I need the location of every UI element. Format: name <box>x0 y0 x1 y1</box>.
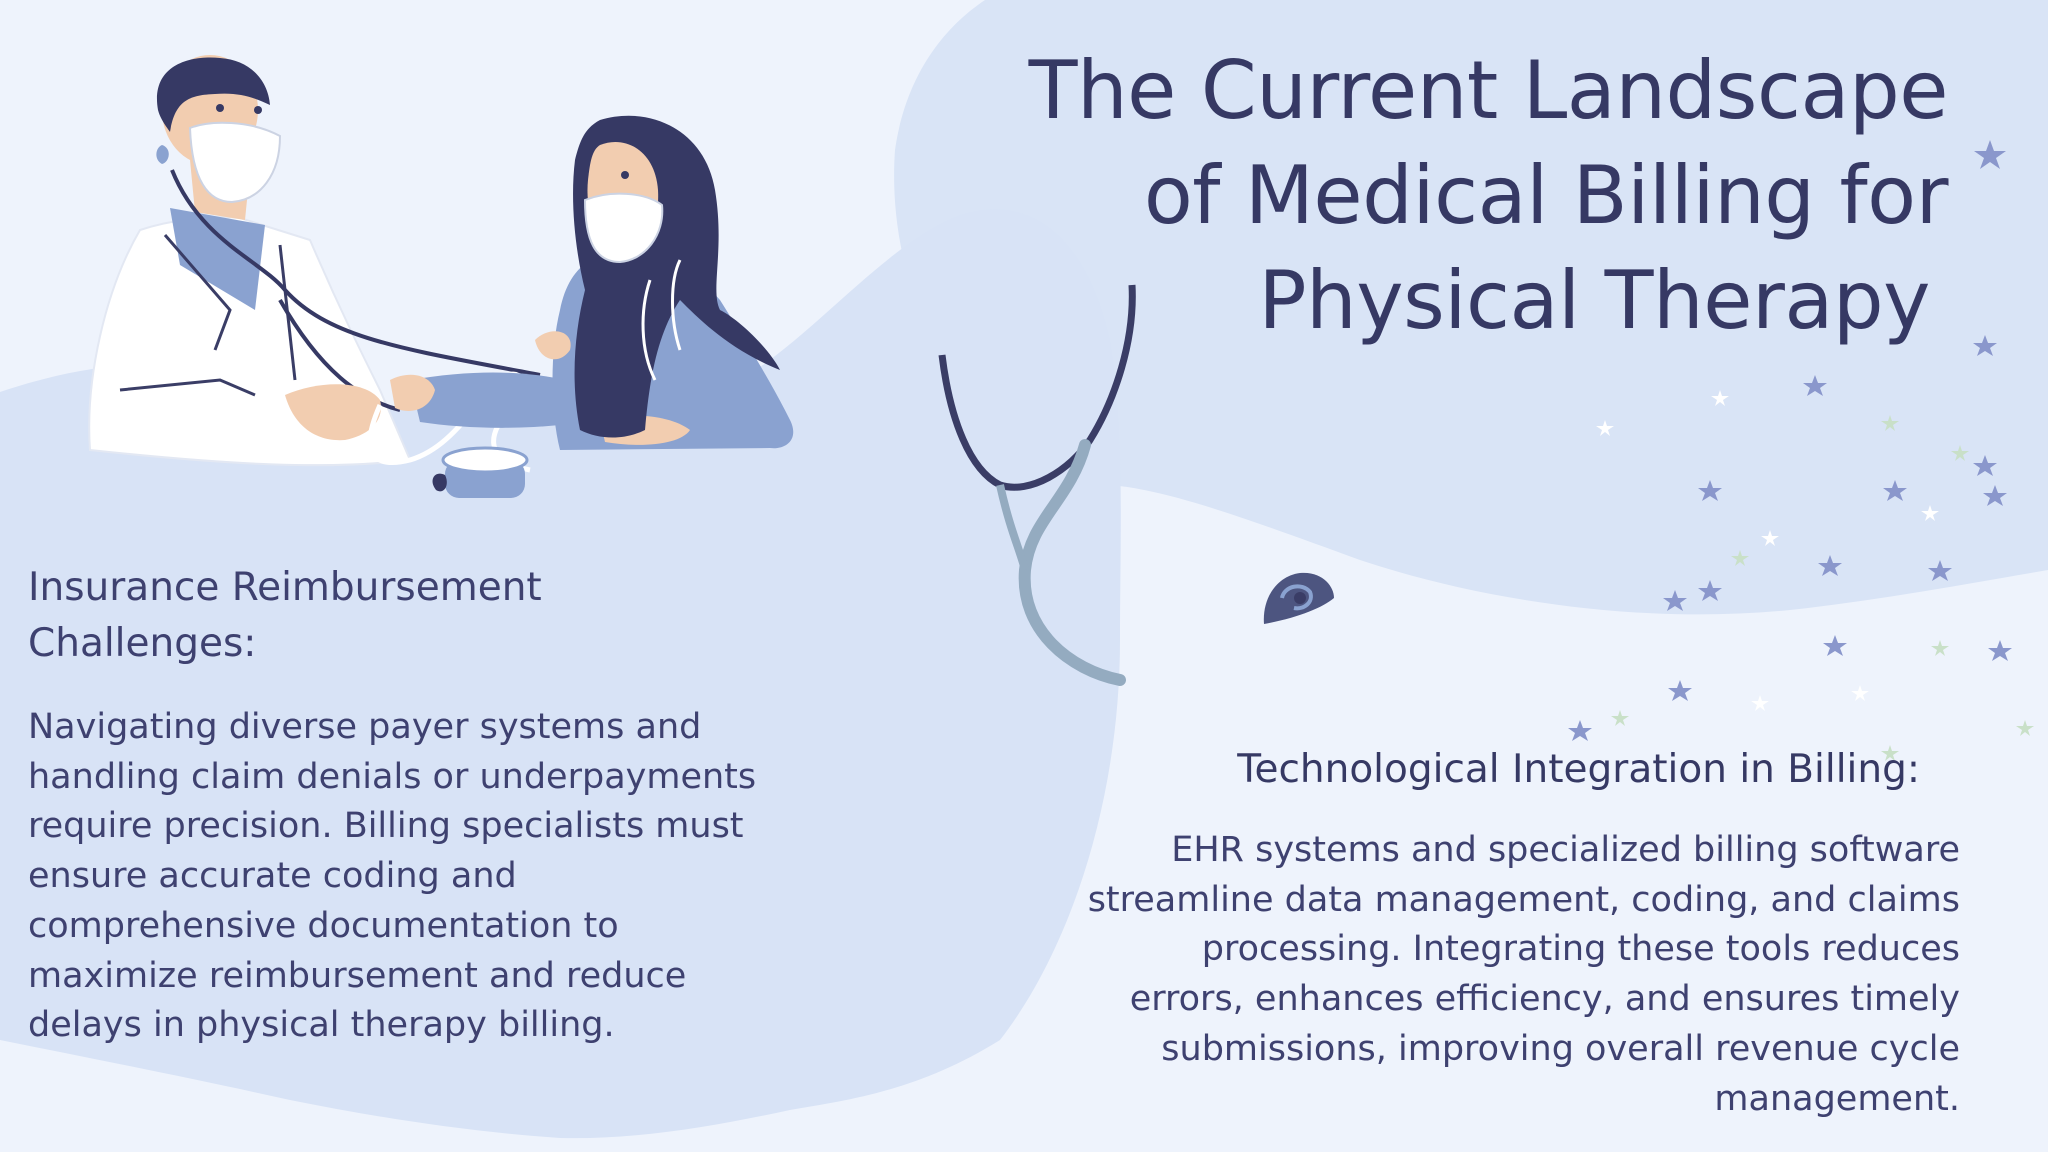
technological-integration-body: EHR systems and specialized billing soft… <box>1087 830 1960 1119</box>
insurance-reimbursement-heading: Insurance Reimbursement Challenges: <box>28 560 648 672</box>
heading-line-1: Insurance Reimbursement <box>28 565 542 610</box>
chest-piece-icon <box>1263 572 1334 624</box>
doctor-patient-illustration <box>88 55 794 498</box>
right-top-blob <box>894 0 2048 615</box>
stethoscope-illustration <box>938 284 1136 686</box>
patient-illustration <box>390 115 794 450</box>
insurance-reimbursement-body: Navigating diverse payer systems and han… <box>28 707 757 1046</box>
title-line-2: of Medical Billing for <box>1143 149 1949 242</box>
slide-title: The Current Landscape of Medical Billing… <box>948 38 1949 353</box>
doctor-illustration <box>88 55 541 498</box>
title-line-3: Physical Therapy <box>1258 254 1930 347</box>
technological-integration-heading: Technological Integration in Billing: <box>1237 747 1920 792</box>
heading-line-2: Challenges: <box>28 621 257 666</box>
star-sparkles <box>1568 140 2034 761</box>
title-line-1: The Current Landscape <box>1028 44 1949 137</box>
